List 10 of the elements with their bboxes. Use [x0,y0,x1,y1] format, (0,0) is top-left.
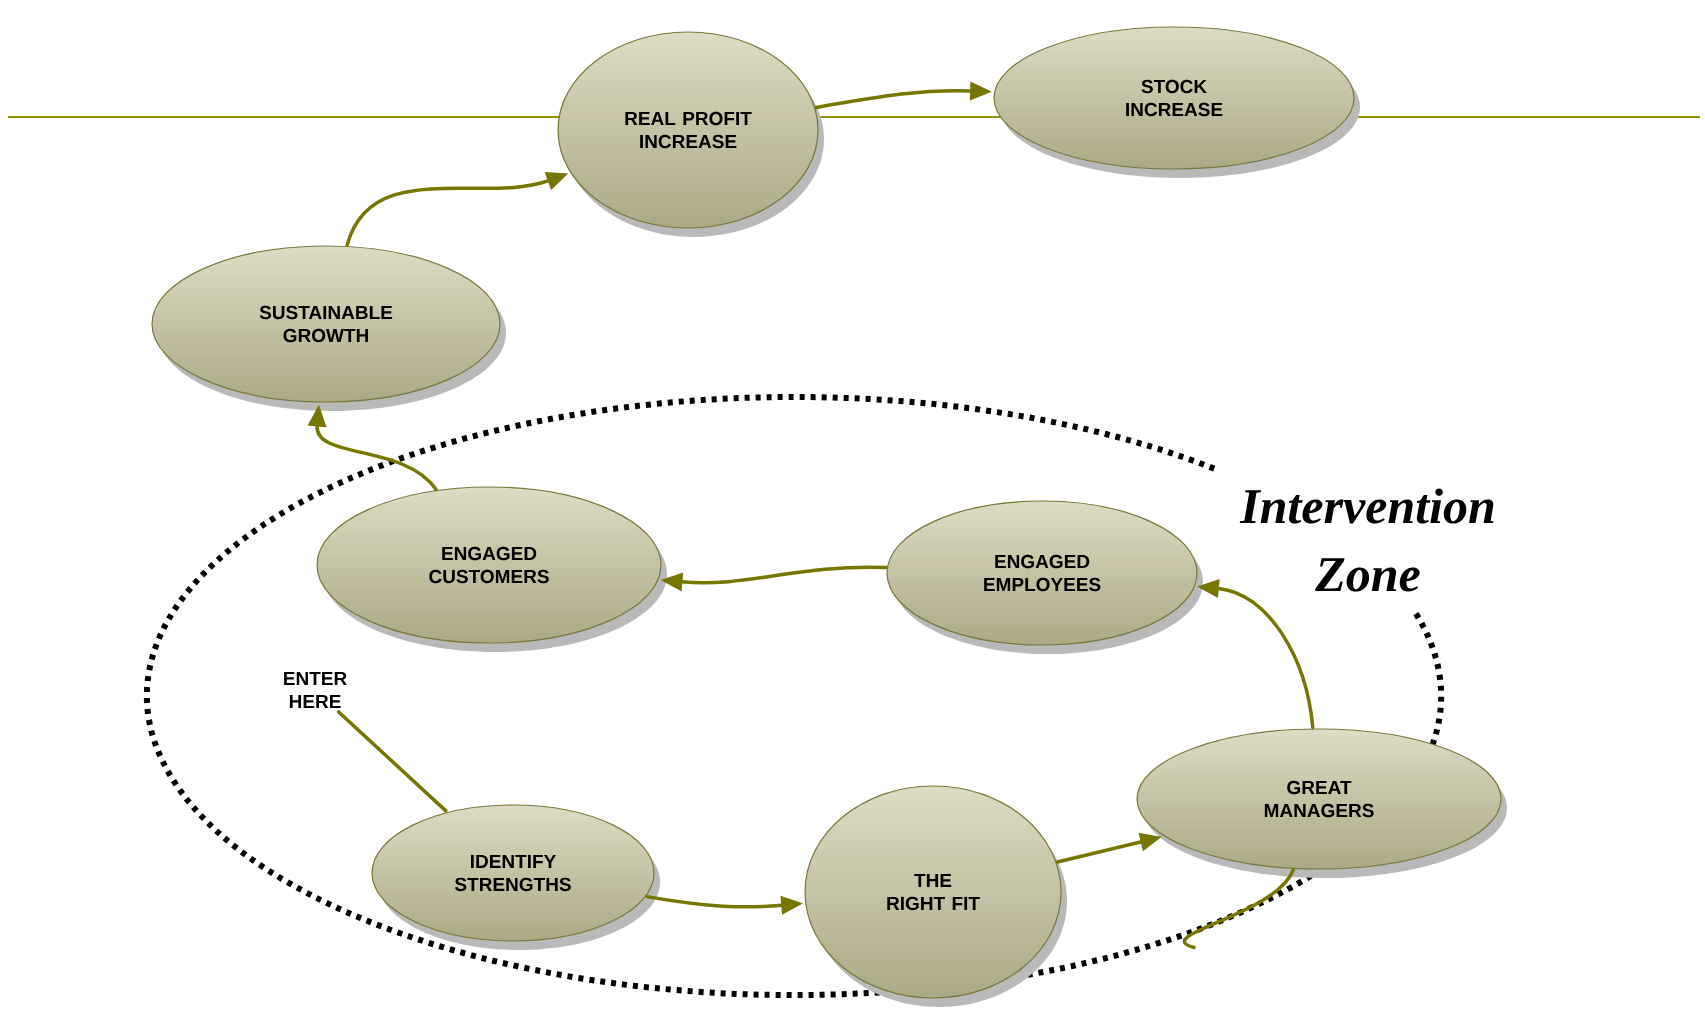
ellipse-node: REAL PROFIT INCREASE [557,31,824,237]
ellipse-node: THE RIGHT FIT [804,785,1067,1007]
ellipse-node: ENGAGED EMPLOYEES [886,500,1203,654]
ellipse-node: ENGAGED CUSTOMERS [316,486,667,652]
ellipse-node: STOCK INCREASE [993,26,1360,178]
entry-label: ENTER HERE [284,671,347,709]
ellipse-node: IDENTIFY STRENGTHS [371,804,660,950]
zone-label: Intervention Zone [1239,488,1494,592]
ellipse-node: GREAT MANAGERS [1136,728,1507,878]
ellipse-node: SUSTAINABLE GROWTH [151,245,506,411]
